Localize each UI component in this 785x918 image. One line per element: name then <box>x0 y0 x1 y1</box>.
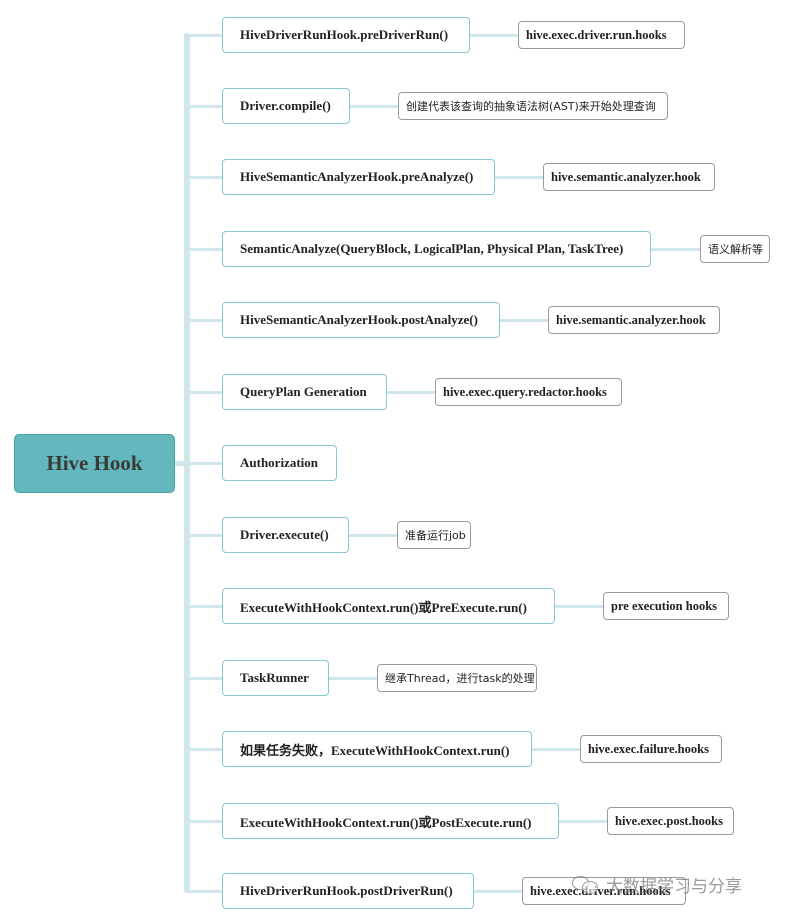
mindmap-trunk <box>184 33 190 893</box>
note-node[interactable]: 继承Thread，进行task的处理 <box>377 664 537 692</box>
note-label: hive.exec.failure.hooks <box>588 741 709 756</box>
note-connector <box>474 890 522 893</box>
step-label: Authorization <box>240 455 318 470</box>
note-label: hive.semantic.analyzer.hook <box>551 169 701 184</box>
step-node[interactable]: HiveDriverRunHook.postDriverRun() <box>222 873 474 909</box>
step-label: QueryPlan Generation <box>240 384 367 399</box>
note-label: hive.exec.post.hooks <box>615 813 723 828</box>
step-label: TaskRunner <box>240 670 309 685</box>
branch-line <box>188 677 222 680</box>
branch-line <box>188 105 222 108</box>
note-label: hive.exec.driver.run.hooks <box>530 883 671 898</box>
note-label: hive.exec.query.redactor.hooks <box>443 384 607 399</box>
step-label: ExecuteWithHookContext.run()或PostExecute… <box>240 814 532 830</box>
note-connector <box>470 34 518 37</box>
note-node[interactable]: hive.exec.failure.hooks <box>580 735 722 763</box>
watermark: 大数据学习与分享 <box>572 872 742 897</box>
branch-line <box>188 605 222 608</box>
branch-line <box>188 820 222 823</box>
note-connector <box>500 319 548 322</box>
branch-line <box>188 748 222 751</box>
branch-line <box>188 534 222 537</box>
note-label: hive.semantic.analyzer.hook <box>556 312 706 327</box>
step-label: HiveSemanticAnalyzerHook.preAnalyze() <box>240 169 474 184</box>
step-node[interactable]: 如果任务失败，ExecuteWithHookContext.run() <box>222 731 532 767</box>
note-connector <box>387 391 435 394</box>
note-node[interactable]: 语义解析等 <box>700 235 770 263</box>
root-node[interactable]: Hive Hook <box>14 434 175 493</box>
branch-line <box>188 176 222 179</box>
step-node[interactable]: ExecuteWithHookContext.run()或PostExecute… <box>222 803 559 839</box>
note-node[interactable]: 准备运行job <box>397 521 471 549</box>
branch-line <box>188 391 222 394</box>
step-node[interactable]: ExecuteWithHookContext.run()或PreExecute.… <box>222 588 555 624</box>
note-connector <box>559 820 607 823</box>
step-label: HiveDriverRunHook.postDriverRun() <box>240 883 453 898</box>
step-node[interactable]: HiveSemanticAnalyzerHook.preAnalyze() <box>222 159 495 195</box>
step-node[interactable]: TaskRunner <box>222 660 329 696</box>
note-node[interactable]: pre execution hooks <box>603 592 729 620</box>
branch-line <box>188 462 222 465</box>
note-node[interactable]: 创建代表该查询的抽象语法树(AST)来开始处理查询 <box>398 92 668 120</box>
note-label: 语义解析等 <box>708 243 763 256</box>
step-label: HiveSemanticAnalyzerHook.postAnalyze() <box>240 312 478 327</box>
note-connector <box>532 748 580 751</box>
step-node[interactable]: Driver.execute() <box>222 517 349 553</box>
note-connector <box>555 605 603 608</box>
step-label: ExecuteWithHookContext.run()或PreExecute.… <box>240 599 527 615</box>
step-node[interactable]: QueryPlan Generation <box>222 374 387 410</box>
note-node[interactable]: hive.exec.query.redactor.hooks <box>435 378 622 406</box>
root-label: Hive Hook <box>46 451 143 475</box>
note-connector <box>350 105 398 108</box>
note-label: pre execution hooks <box>611 598 718 613</box>
step-node[interactable]: HiveDriverRunHook.preDriverRun() <box>222 17 470 53</box>
step-node[interactable]: HiveSemanticAnalyzerHook.postAnalyze() <box>222 302 500 338</box>
watermark-text: 大数据学习与分享 <box>606 876 742 897</box>
note-label: 准备运行job <box>405 529 466 542</box>
wechat-icon <box>572 874 600 894</box>
note-label: 继承Thread，进行task的处理 <box>385 672 535 685</box>
root-connector <box>175 461 187 466</box>
branch-line <box>188 248 222 251</box>
step-label: Driver.compile() <box>240 98 331 113</box>
step-label: HiveDriverRunHook.preDriverRun() <box>240 27 449 42</box>
note-label: hive.exec.driver.run.hooks <box>526 27 667 42</box>
step-node[interactable]: Authorization <box>222 445 337 481</box>
step-node[interactable]: SemanticAnalyze(QueryBlock, LogicalPlan,… <box>222 231 651 267</box>
note-node[interactable]: hive.exec.driver.run.hooks <box>522 877 686 905</box>
branch-line <box>188 34 222 37</box>
note-node[interactable]: hive.exec.post.hooks <box>607 807 734 835</box>
step-label: Driver.execute() <box>240 527 329 542</box>
note-connector <box>651 248 700 251</box>
note-connector <box>349 534 397 537</box>
step-label: 如果任务失败，ExecuteWithHookContext.run() <box>240 742 510 758</box>
step-node[interactable]: Driver.compile() <box>222 88 350 124</box>
note-connector <box>495 176 543 179</box>
note-node[interactable]: hive.semantic.analyzer.hook <box>548 306 720 334</box>
branch-line <box>188 319 222 322</box>
note-label: 创建代表该查询的抽象语法树(AST)来开始处理查询 <box>406 100 656 113</box>
note-connector <box>329 677 377 680</box>
note-node[interactable]: hive.exec.driver.run.hooks <box>518 21 685 49</box>
note-node[interactable]: hive.semantic.analyzer.hook <box>543 163 715 191</box>
branch-line <box>188 890 222 893</box>
step-label: SemanticAnalyze(QueryBlock, LogicalPlan,… <box>240 241 624 256</box>
